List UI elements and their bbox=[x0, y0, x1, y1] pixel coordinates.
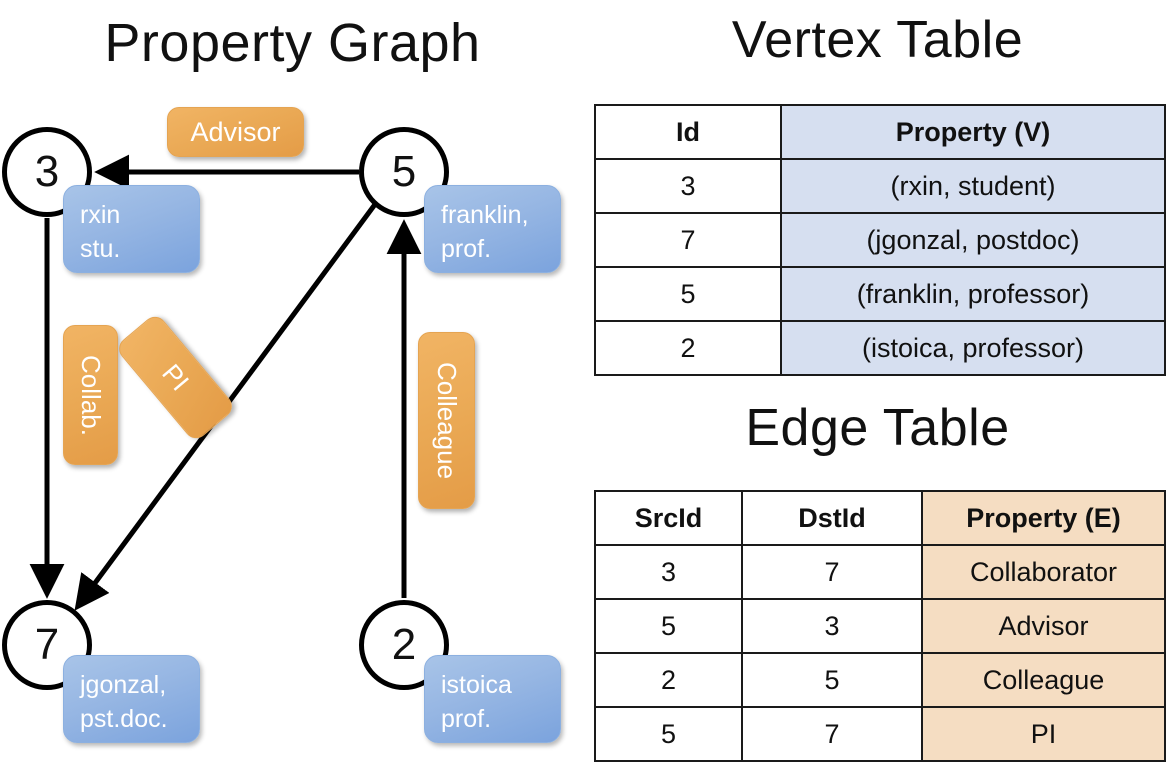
node-property-2-line1: istoica bbox=[441, 671, 512, 699]
vertex-col-id: Id bbox=[594, 104, 782, 160]
edge-cell-srcid: 5 bbox=[594, 706, 743, 762]
edge-cell-dstid: 3 bbox=[741, 598, 923, 654]
node-property-2-line2: prof. bbox=[441, 705, 492, 733]
table-header-row: Id Property (V) bbox=[594, 104, 1166, 160]
edge-cell-dstid: 7 bbox=[741, 706, 923, 762]
table-row[interactable]: 3 (rxin, student) bbox=[594, 158, 1166, 214]
edge-col-srcid: SrcId bbox=[594, 490, 743, 546]
table-row[interactable]: 2 (istoica, professor) bbox=[594, 320, 1166, 376]
vertex-cell-property: (rxin, student) bbox=[780, 158, 1166, 214]
table-row[interactable]: 7 (jgonzal, postdoc) bbox=[594, 212, 1166, 268]
edge-cell-dstid: 7 bbox=[741, 544, 923, 600]
edge-label-colleague-text: Colleague bbox=[432, 361, 462, 480]
graph-node-2[interactable]: 2 bbox=[359, 600, 449, 690]
edge-table-title: Edge Table bbox=[745, 399, 1010, 457]
node-property-3: rxin stu. bbox=[63, 185, 200, 273]
edge-cell-dstid: 5 bbox=[741, 652, 923, 708]
graph-node-5[interactable]: 5 bbox=[359, 127, 449, 217]
node-property-5-line2: prof. bbox=[441, 235, 492, 263]
edge-cell-property: PI bbox=[921, 706, 1166, 762]
edge-label-collab-text: Collab. bbox=[76, 354, 106, 436]
edge-label-collab: Collab. bbox=[63, 325, 118, 465]
property-graph-diagram: 3 5 7 2 rxin stu. franklin, prof. jgonza… bbox=[0, 0, 585, 760]
vertex-table-title: Vertex Table bbox=[731, 11, 1024, 69]
table-row[interactable]: 2 5 Colleague bbox=[594, 652, 1166, 708]
edge-label-advisor-text: Advisor bbox=[190, 116, 281, 147]
edge-col-dstid: DstId bbox=[741, 490, 923, 546]
table-header-row: SrcId DstId Property (E) bbox=[594, 490, 1166, 546]
edge-cell-property: Advisor bbox=[921, 598, 1166, 654]
vertex-table: Id Property (V) 3 (rxin, student) 7 (jgo… bbox=[594, 104, 1166, 376]
edge-cell-property: Colleague bbox=[921, 652, 1166, 708]
vertex-cell-property: (franklin, professor) bbox=[780, 266, 1166, 322]
property-graph-title: Property Graph bbox=[104, 13, 481, 73]
table-row[interactable]: 5 3 Advisor bbox=[594, 598, 1166, 654]
edge-col-property: Property (E) bbox=[921, 490, 1166, 546]
vertex-cell-id: 5 bbox=[594, 266, 782, 322]
node-property-5-line1: franklin, bbox=[441, 201, 529, 229]
vertex-cell-property: (istoica, professor) bbox=[780, 320, 1166, 376]
edge-table: SrcId DstId Property (E) 3 7 Collaborato… bbox=[594, 490, 1166, 762]
edge-cell-property: Collaborator bbox=[921, 544, 1166, 600]
vertex-cell-id: 7 bbox=[594, 212, 782, 268]
edge-cell-srcid: 3 bbox=[594, 544, 743, 600]
edge-label-advisor: Advisor bbox=[167, 107, 304, 157]
node-property-3-line2: stu. bbox=[80, 235, 121, 263]
node-property-3-line1: rxin bbox=[80, 201, 121, 229]
edge-label-pi-text: PI bbox=[156, 358, 196, 397]
edge-label-colleague: Colleague bbox=[418, 332, 475, 509]
table-row[interactable]: 3 7 Collaborator bbox=[594, 544, 1166, 600]
vertex-cell-property: (jgonzal, postdoc) bbox=[780, 212, 1166, 268]
node-property-2: istoica prof. bbox=[424, 655, 561, 743]
table-row[interactable]: 5 (franklin, professor) bbox=[594, 266, 1166, 322]
vertex-cell-id: 2 bbox=[594, 320, 782, 376]
vertex-cell-id: 3 bbox=[594, 158, 782, 214]
node-property-7-line2: pst.doc. bbox=[80, 705, 168, 733]
node-property-7: jgonzal, pst.doc. bbox=[63, 655, 200, 743]
edge-cell-srcid: 5 bbox=[594, 598, 743, 654]
edge-cell-srcid: 2 bbox=[594, 652, 743, 708]
table-row[interactable]: 5 7 PI bbox=[594, 706, 1166, 762]
node-property-7-line1: jgonzal, bbox=[80, 671, 167, 699]
vertex-col-property: Property (V) bbox=[780, 104, 1166, 160]
node-property-5: franklin, prof. bbox=[424, 185, 561, 273]
